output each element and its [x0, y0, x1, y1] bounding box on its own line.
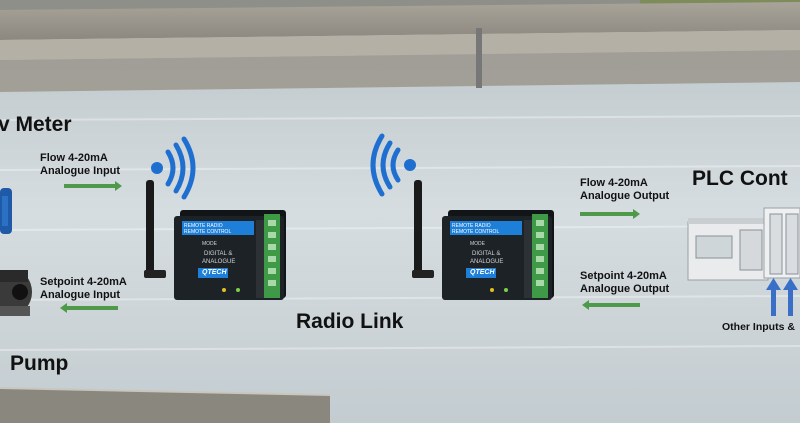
device-mode-label: MODE	[470, 241, 485, 247]
signal-line-2: Analogue Output	[580, 283, 669, 296]
radio-device-left-body	[144, 180, 300, 300]
signal-line-1: Setpoint 4-20mA	[580, 270, 669, 283]
antenna	[414, 180, 422, 276]
right-flow-arrow	[580, 211, 640, 217]
device-line1: DIGITAL &	[472, 251, 500, 257]
right-setpoint-arrow	[582, 302, 640, 308]
flow-meter-device	[0, 188, 12, 234]
left-setpoint-arrow	[60, 305, 118, 311]
signal-line-1: Flow 4-20mA	[40, 152, 120, 165]
radio-device-left: REMOTE RADIO REMOTE CONTROL MODE DIGITAL…	[144, 180, 300, 300]
radio-device-right: REMOTE RADIO REMOTE CONTROL MODE DIGITAL…	[412, 180, 568, 300]
pump-label: Pump	[10, 352, 68, 376]
device-top-label-2: REMOTE CONTROL	[184, 229, 231, 235]
left-flow-arrow	[64, 183, 122, 189]
device-brand: QTECH	[202, 269, 227, 276]
device-brand: QTECH	[470, 269, 495, 276]
antenna	[146, 180, 154, 276]
signal-line-2: Analogue Output	[580, 190, 669, 203]
left-flow-signal-label: Flow 4-20mA Analogue Input	[40, 152, 120, 178]
radio-link-label: Radio Link	[296, 310, 403, 334]
right-setpoint-signal-label: Setpoint 4-20mA Analogue Output	[580, 270, 669, 296]
flow-meter-label: v Meter	[0, 113, 72, 137]
right-flow-signal-label: Flow 4-20mA Analogue Output	[580, 177, 669, 203]
other-inputs-label: Other Inputs &	[722, 321, 795, 333]
pump-device	[0, 270, 32, 316]
plc-controller-label: PLC Cont	[692, 167, 788, 191]
device-line2: ANALOGUE	[202, 259, 235, 265]
device-line1: DIGITAL &	[204, 251, 232, 257]
plc-controller-device	[688, 208, 800, 280]
device-top-label-2: REMOTE CONTROL	[452, 229, 499, 235]
signal-line-2: Analogue Input	[40, 165, 120, 178]
left-setpoint-signal-label: Setpoint 4-20mA Analogue Input	[40, 276, 127, 302]
radio-device-right-body	[412, 180, 568, 300]
signal-line-1: Setpoint 4-20mA	[40, 276, 127, 289]
signal-line-2: Analogue Input	[40, 289, 127, 302]
device-line2: ANALOGUE	[470, 259, 503, 265]
signal-line-1: Flow 4-20mA	[580, 177, 669, 190]
device-mode-label: MODE	[202, 241, 217, 247]
